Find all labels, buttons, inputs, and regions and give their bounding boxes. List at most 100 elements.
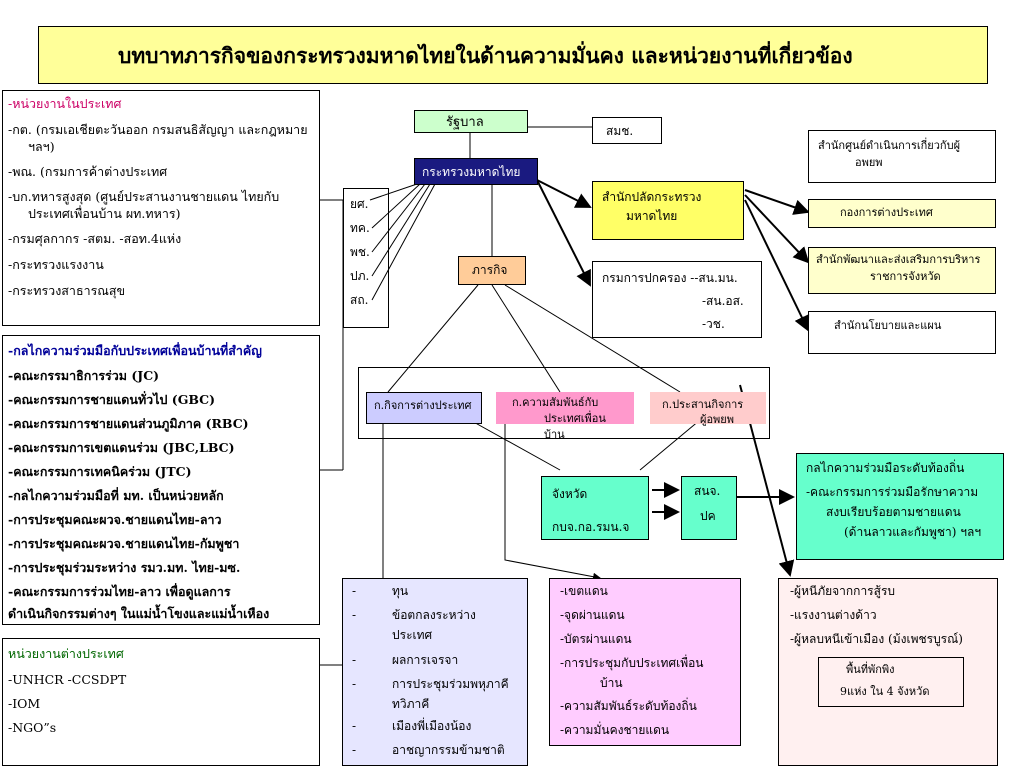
task-text: การประชุมร่วมพหุภาคี <box>392 677 509 691</box>
snj-line: ปค <box>700 509 716 523</box>
title-banner <box>38 26 988 84</box>
foreign-affairs-division-node <box>366 392 482 424</box>
task-text: ข้อตกลงระหว่าง <box>392 608 476 622</box>
shelter-line: 9แห่ง ใน 4 จังหวัด <box>840 685 930 698</box>
center-line: อพยพ <box>855 156 883 169</box>
coordination-line: ผู้อพยพ <box>700 413 734 426</box>
domestic-line: ประเทศเพื่อนบ้าน ผท.ทหาร) <box>28 206 181 221</box>
mechanism-line: -กลไกความร่วมมือที่ มท. เป็นหน่วยหลัก <box>8 488 224 503</box>
shelter-line: พื้นที่พักพิง <box>846 663 895 676</box>
domestic-line: -กระทรวงแรงงาน <box>8 257 104 272</box>
department-label: สถ. <box>350 293 369 307</box>
mechanism-line: -คณะกรรมาธิการร่วม (JC) <box>8 368 160 383</box>
department-label: ปภ. <box>350 269 370 283</box>
ministry-label: กระทรวงมหาดไทย <box>422 165 521 179</box>
refugee-task: -ผู้หลบหนีเข้าเมือง (ม้งเพชรบูรณ์) <box>790 632 963 646</box>
relations-line: บ้าน <box>544 428 565 441</box>
foreign-division-node <box>808 199 996 228</box>
domestic-line: -กระทรวงสาธารณสุข <box>8 283 126 298</box>
refugee-task: -แรงงานต่างด้าว <box>790 608 877 622</box>
government-node <box>414 110 528 133</box>
neighbor-relations-division-node <box>496 392 634 424</box>
local-mechanisms-panel <box>796 453 1004 560</box>
task-text: ทวิภาคี <box>392 697 430 711</box>
foreign-affairs-tasks-panel <box>342 578 528 766</box>
center-line: สำนักศูนย์ดำเนินการเกี่ยวกับผู้ <box>818 139 961 152</box>
border-task: บ้าน <box>600 676 623 690</box>
shelter-area-box <box>818 657 964 707</box>
foreign-agencies-panel <box>2 638 320 766</box>
refugee-tasks-panel <box>778 578 998 766</box>
border-task: -ความมั่นคงชายแดน <box>560 723 670 737</box>
province-line: กบจ.กอ.รมน.จ <box>552 520 630 534</box>
nsc-label: สมช. <box>606 124 634 138</box>
foreign-affairs-label: ก.กิจการต่างประเทศ <box>374 399 472 412</box>
department-label: ยศ. <box>350 197 369 211</box>
domestic-line: -บก.ทหารสูงสุด (ศูนย์ประสานงานชายแดน ไทย… <box>8 189 280 204</box>
mechanism-line: -การประชุมคณะผวจ.ชายแดนไทย-กัมพูชา <box>8 536 240 551</box>
foreign-line: -IOM <box>8 696 41 711</box>
task-dash: - <box>352 653 357 667</box>
local-line: (ด้านลาวและกัมพูชา) ฯลฯ <box>844 525 982 539</box>
domestic-line: ฯลฯ) <box>28 139 55 154</box>
divisions-group <box>358 367 770 439</box>
mechanism-line: -การประชุมร่วมระหว่าง รมว.มท. ไทย-มซ. <box>8 560 241 575</box>
local-line: สงบเรียบร้อยตามชายแดน <box>826 505 961 519</box>
border-task: -บัตรผ่านแดน <box>560 632 632 646</box>
permanent-secretary-node <box>592 181 744 240</box>
domestic-line: -พณ. (กรมการค้าต่างประเทศ <box>8 164 168 179</box>
task-text: ผลการเจรจา <box>392 653 459 667</box>
mechanism-line: -คณะกรรมการเขตแดนร่วม (JBC,LBC) <box>8 440 235 455</box>
border-task: -จุดผ่านแดน <box>560 608 625 622</box>
mechanism-line: -การประชุมคณะผวจ.ชายแดนไทย-ลาว <box>8 512 222 527</box>
government-label: รัฐบาล <box>446 115 484 130</box>
task-dash: - <box>352 608 357 622</box>
province-node <box>541 476 649 540</box>
snj-node <box>681 476 737 540</box>
domestic-line: -กรมศุลกากร -สตม. -สอท.4แห่ง <box>8 231 182 246</box>
departments-node <box>343 188 389 328</box>
mechanism-line: -คณะกรรมการชายแดนทั่วไป (GBC) <box>8 392 216 407</box>
refugee-task: -ผู้หนีภัยจากการสู้รบ <box>790 584 896 598</box>
department-label: ทค. <box>350 221 370 235</box>
border-task: -การประชุมกับประเทศเพื่อน <box>560 656 704 670</box>
snj-line: สนจ. <box>694 484 721 498</box>
permsec-line: มหาดไทย <box>626 209 678 223</box>
mechanisms-heading: -กลไกความร่วมมือกับประเทศเพื่อนบ้านที่สำ… <box>8 343 262 358</box>
mechanism-line: -คณะกรรมการร่วมไทย-ลาว เพื่อดูแลการ <box>8 584 231 599</box>
dopa-line: -สน.อส. <box>702 294 744 308</box>
nsc-node <box>592 117 662 144</box>
ministry-node <box>414 158 538 185</box>
relations-line: ก.ความสัมพันธ์กับ <box>512 396 599 409</box>
foreign-division-label: กองการต่างประเทศ <box>840 206 933 219</box>
policy-office-node <box>808 311 996 354</box>
foreign-line: -UNHCR -CCSDPT <box>8 672 127 687</box>
coordination-line: ก.ประสานกิจการ <box>662 398 744 411</box>
provincial-admin-office-node <box>808 247 996 294</box>
task-text: ประเทศ <box>392 628 433 642</box>
local-heading: กลไกความร่วมมือระดับท้องถิ่น <box>806 461 965 475</box>
task-text: อาชญากรรมข้ามชาติ <box>392 743 505 757</box>
foreign-heading: หน่วยงานต่างประเทศ <box>8 646 124 661</box>
local-line: -คณะกรรมการร่วมมือรักษาความ <box>806 485 979 499</box>
mechanism-line: -คณะกรรมการชายแดนส่วนภูมิภาค (RBC) <box>8 416 249 431</box>
refugee-center-node <box>808 130 996 183</box>
task-dash: - <box>352 584 357 598</box>
mechanism-line: ดำเนินกิจกรรมต่างๆ ในแม่น้ำโขงและแม่น้ำเ… <box>8 606 270 621</box>
neighbor-mechanisms-panel <box>2 335 320 625</box>
task-dash: - <box>352 719 357 733</box>
province-line: จังหวัด <box>552 487 588 501</box>
task-dash: - <box>352 677 357 691</box>
dopa-node <box>592 261 762 338</box>
department-label: พช. <box>350 245 370 259</box>
domestic-heading: -หน่วยงานในประเทศ <box>8 96 122 111</box>
border-task: -เขตแดน <box>560 584 608 598</box>
mission-label: ภารกิจ <box>472 263 508 277</box>
mechanism-line: -คณะกรรมการเทคนิคร่วม (JTC) <box>8 464 192 479</box>
relations-line: ประเทศเพื่อน <box>544 412 606 425</box>
refugee-coordination-division-node <box>650 392 766 424</box>
permsec-line: สำนักปลัดกระทรวง <box>602 190 702 204</box>
border-relations-tasks-panel <box>549 578 741 746</box>
task-text: เมืองพี่เมืองน้อง <box>392 719 472 733</box>
domestic-line: -กต. (กรมเอเชียตะวันออก กรมสนธิสัญญา และ… <box>8 122 308 137</box>
